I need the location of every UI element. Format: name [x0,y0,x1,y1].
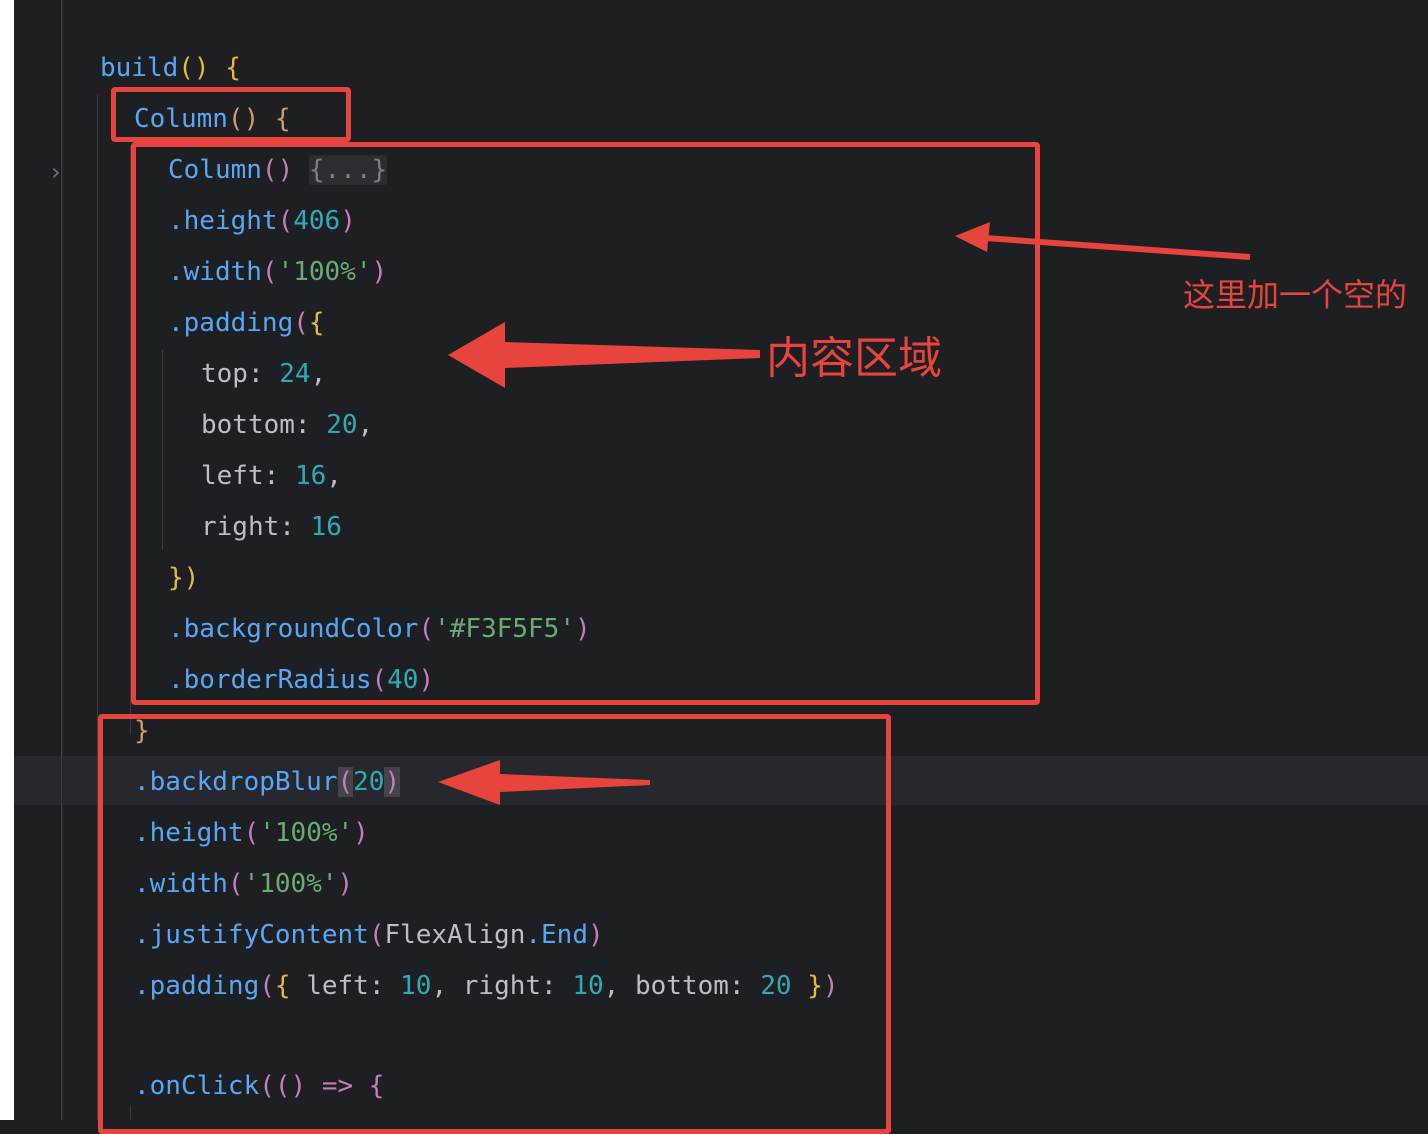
code-line[interactable]: .justifyContent(FlexAlign.End) [134,920,604,950]
indent-guide [61,0,62,1120]
empty-note-arrowhead [955,222,990,252]
code-token: build [100,53,179,83]
code-token: .borderRadius [168,665,372,695]
current-line-highlight [14,756,1428,805]
code-token: right [462,971,542,1001]
code-token: right [201,512,280,542]
code-token: 10 [572,971,604,1001]
code-line[interactable]: right: 16 [201,512,342,542]
code-line[interactable]: bottom: 20, [201,410,374,440]
code-line[interactable]: .width('100%') [168,257,388,287]
editor-gutter: › [14,0,63,1120]
code-token: '100%' [277,257,372,287]
code-token: () [178,53,210,83]
code-line[interactable]: .onClick(() => { [134,1061,384,1112]
code-token: .justifyContent [134,920,369,950]
code-line[interactable]: .height('100%') [134,818,369,848]
code-token: Column [134,104,228,134]
code-line[interactable]: .width('100%') [134,869,354,899]
code-token: .End [525,920,588,950]
code-line[interactable]: .borderRadius(40) [168,665,435,695]
code-token: Column [168,155,262,185]
code-token: .width [168,257,262,287]
code-line[interactable]: Column() {...} [168,145,388,196]
outer-column-highlight-box [111,87,351,142]
code-token: }) [168,563,200,593]
code-token: '100%' [243,869,338,899]
code-line[interactable]: build() { [100,43,241,94]
code-line[interactable]: } [134,706,150,757]
code-token: .padding [134,971,260,1001]
indent-guide [130,1105,131,1120]
code-line[interactable]: .padding({ left: 10, right: 10, bottom: … [134,971,839,1001]
code-token: 24 [279,359,311,389]
code-token: .backdropBlur [134,767,338,797]
code-token: bottom [201,410,295,440]
code-line[interactable]: .backgroundColor('#F3F5F5') [168,614,591,644]
code-token: top [201,359,248,389]
code-token: 20 [760,971,792,1001]
code-line[interactable]: .height(406) [168,206,356,236]
code-token: '100%' [259,818,354,848]
code-token: { [274,104,291,134]
content-area-label: 内容区域 [766,333,942,384]
indent-guide [130,145,131,735]
code-token: .padding [168,308,294,338]
code-token: { [225,53,241,83]
code-token: bottom [634,971,729,1001]
content-area-highlight-box [131,142,1040,705]
code-token: 16 [294,461,327,491]
code-token: FlexAlign [384,920,526,950]
empty-note-arrow-shaft [984,235,1251,260]
code-line[interactable]: Column() { [134,94,291,145]
code-token: .backgroundColor [168,614,419,644]
code-token: 40 [387,665,419,695]
content-area-arrow [448,322,760,388]
indent-guide [97,95,98,1120]
code-token: left [201,461,264,491]
code-token: (() => { [259,1071,385,1101]
window-edge [0,0,14,1120]
code-token: 20 [326,410,358,440]
code-token: } [134,716,150,746]
code-token: 16 [310,512,342,542]
code-line[interactable]: }) [168,553,199,604]
code-token: .height [134,818,244,848]
backdrop-blur-arrow [438,760,650,805]
code-token: .width [134,869,228,899]
code-line[interactable]: top: 24, [201,359,327,389]
code-line[interactable]: .backdropBlur(20) [134,767,401,797]
code-line[interactable]: left: 16, [201,461,342,491]
code-token: .onClick [134,1071,260,1101]
code-token: () [227,104,260,134]
empty-note-label: 这里加一个空的 [1183,276,1408,314]
chevron-right-icon[interactable]: › [51,158,61,186]
code-token: () [261,155,294,185]
code-token: .height [168,206,278,236]
code-token: '#F3F5F5' [434,614,575,644]
code-token: 20 [353,767,385,797]
folded-code-block[interactable]: {...} [308,155,388,185]
code-token: 406 [293,206,341,236]
indent-guide [162,350,163,550]
code-token: 10 [400,971,432,1001]
code-token: left [306,971,369,1001]
code-line[interactable]: .padding({ [168,308,325,338]
